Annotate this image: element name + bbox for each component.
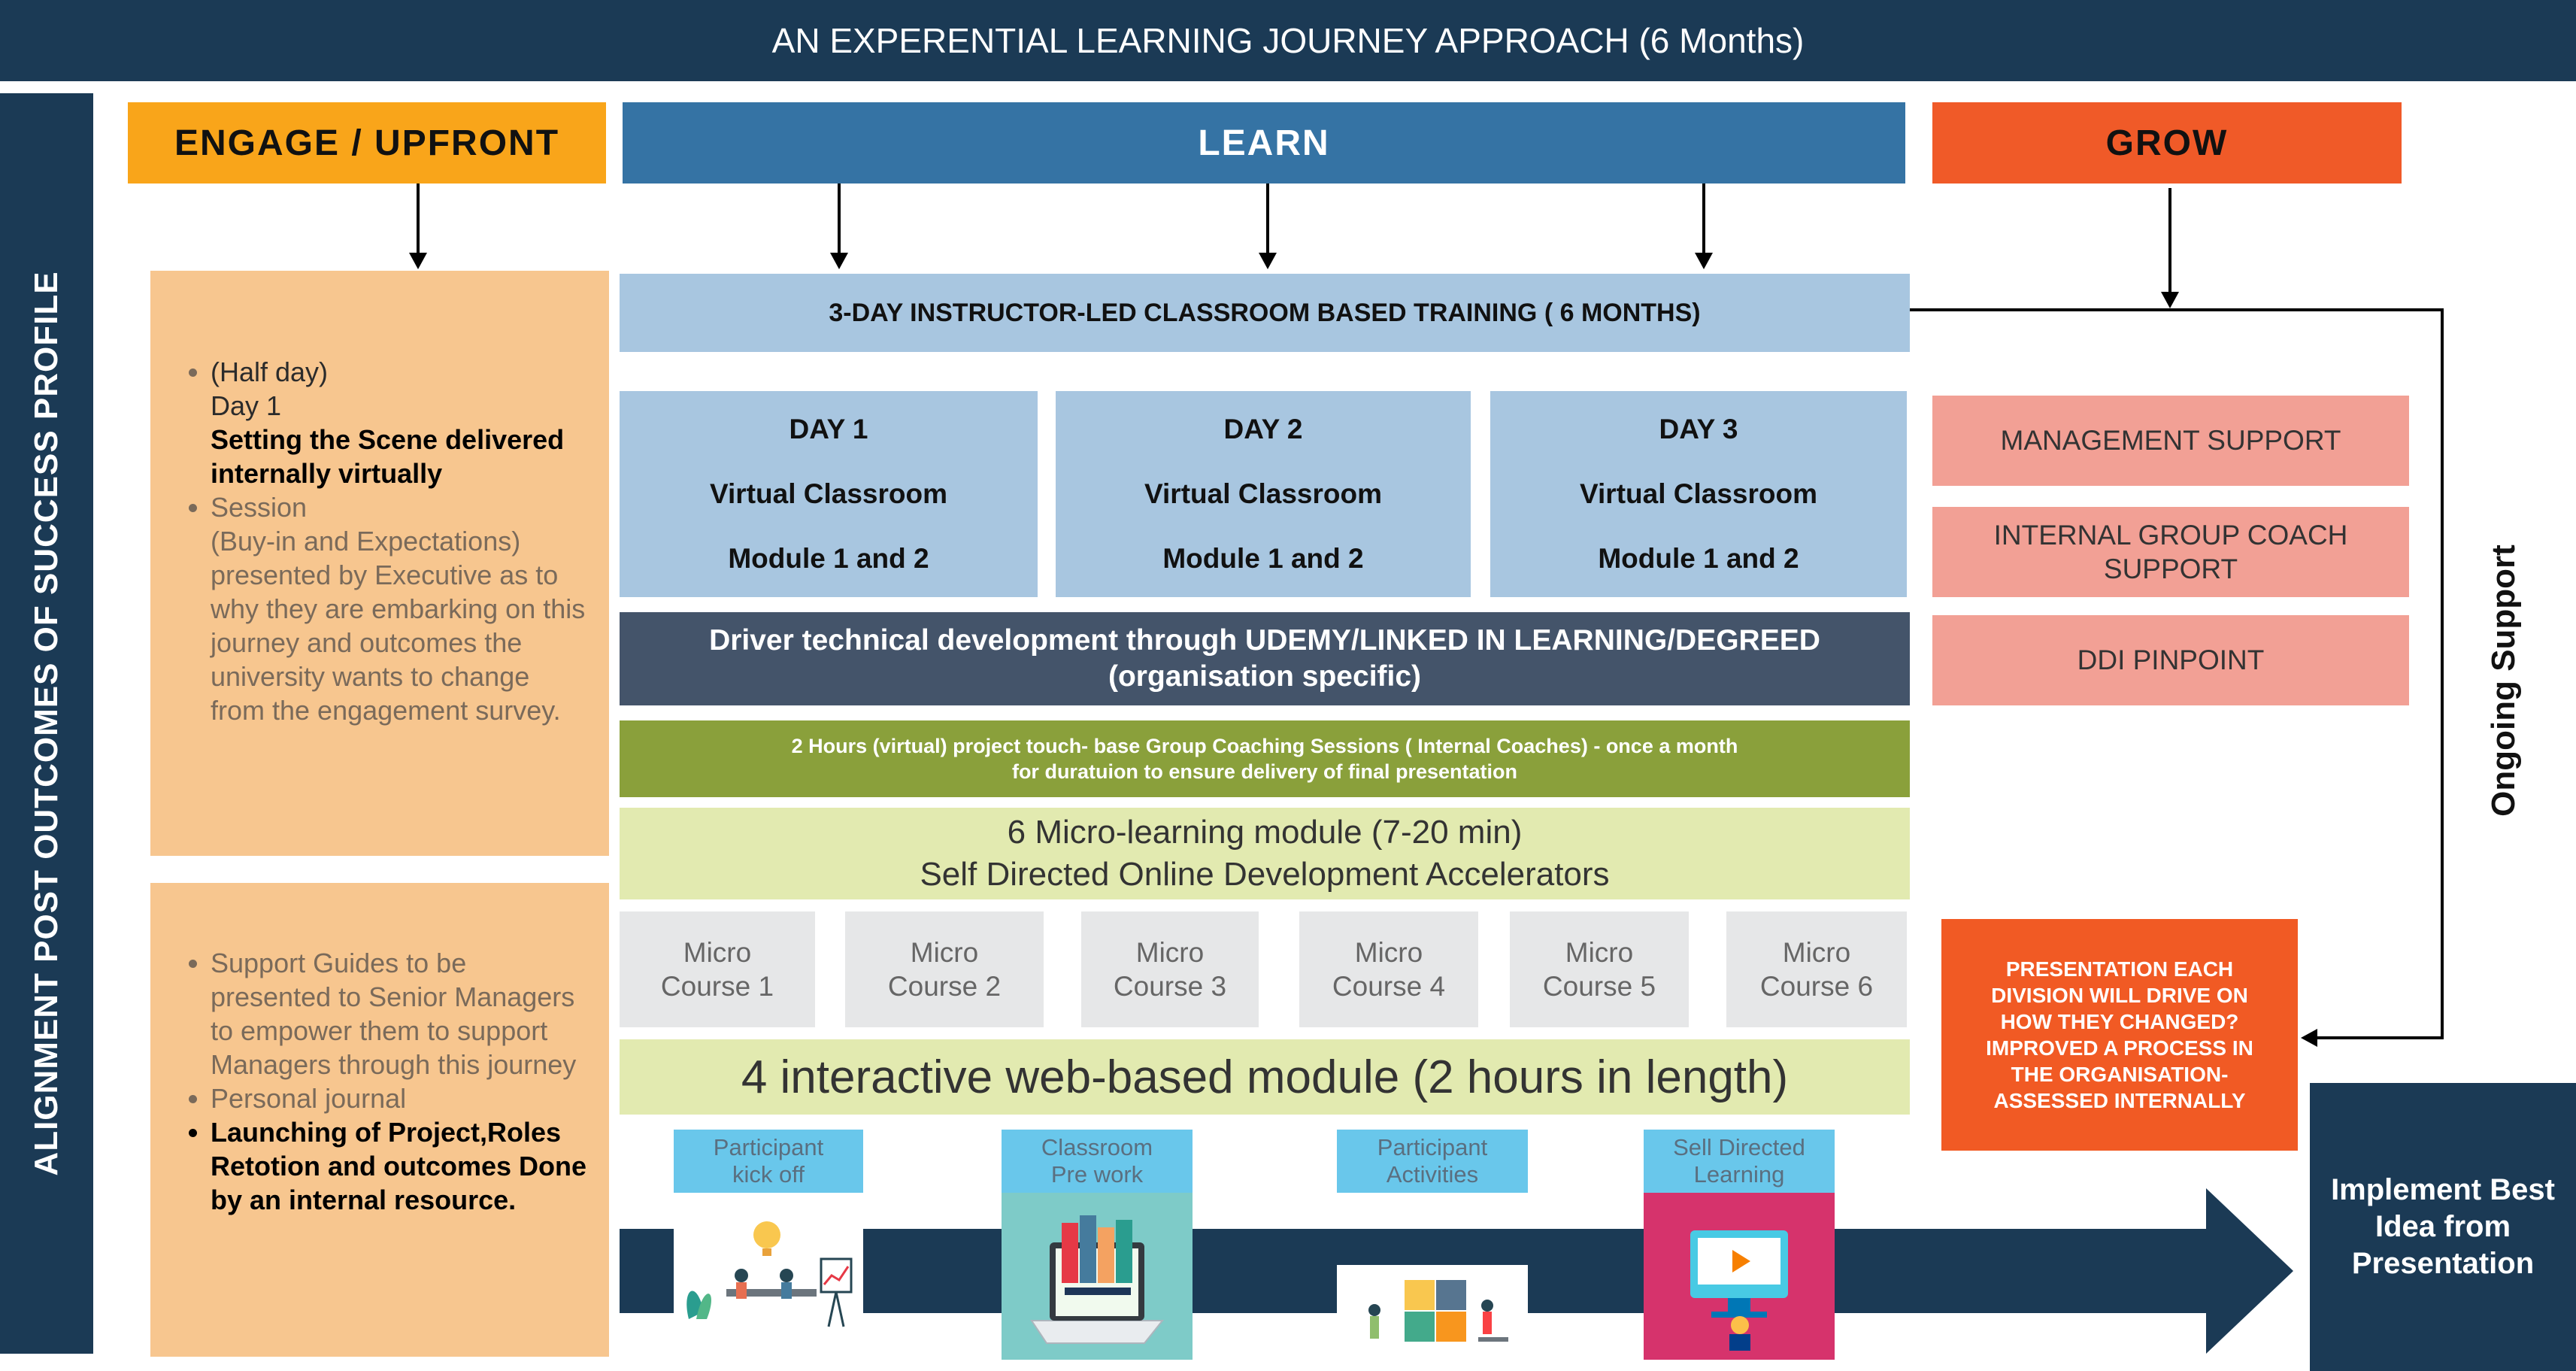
support-arrow-head [2301,1029,2317,1047]
phase-learn: LEARN [623,102,1905,184]
engage-item-session: Session (Buy-in and Expectations) presen… [211,490,589,727]
puzzle-team-icon [1368,1280,1508,1342]
support-line-right [2441,308,2444,1039]
day-3-label: DAY 3 [1659,414,1738,444]
ddi-pinpoint-box: DDI PINPOINT [1932,615,2409,705]
presentation-box: PRESENTATION EACH DIVISION WILL DRIVE ON… [1941,919,2298,1151]
pre-work-illustration [1002,1193,1193,1360]
implement-box: Implement Best Idea from Presentation [2310,1083,2576,1371]
arrow-learn-3-head [1695,253,1713,269]
day-1-box: DAY 1 Virtual Classroom Module 1 and 2 [620,391,1038,597]
arrow-engage-head [409,253,427,269]
coach-support-label: INTERNAL GROUP COACH SUPPORT [1993,520,2348,584]
arrow-grow-head [2161,292,2179,308]
support-line-bottom [2317,1036,2444,1039]
team-meeting-icon [686,1221,853,1327]
engage-item-support-guides: Support Guides to be presented to Senior… [211,946,589,1081]
side-label: ALIGNMENT POST OUTCOMES OF SUCCESS PROFI… [28,271,65,1176]
engage-item-journal: Personal journal [211,1081,589,1115]
day-3-modules: Module 1 and 2 [1598,543,1799,574]
micro-learning-box: 6 Micro-learning module (7-20 min) Self … [620,808,1910,899]
arrow-learn-2-head [1259,253,1277,269]
arrow-grow [2168,188,2171,293]
web-module-box: 4 interactive web-based module (2 hours … [620,1039,1910,1115]
page-title-bar: AN EXPERENTIAL LEARNING JOURNEY APPROACH… [0,0,2576,81]
coach-support-box: INTERNAL GROUP COACH SUPPORT [1932,507,2409,597]
phase-engage: ENGAGE / UPFRONT [128,102,606,184]
arrow-learn-2 [1266,184,1269,254]
micro-learning-line-2: Self Directed Online Development Acceler… [920,856,1610,893]
coaching-line-1: 2 Hours (virtual) project touch- base Gr… [791,735,1738,757]
coaching-line-2: for duratuion to ensure delivery of fina… [1011,760,1518,783]
support-line-top [1910,308,2444,311]
day-3-box: DAY 3 Virtual Classroom Module 1 and 2 [1490,391,1907,597]
day-3-mode: Virtual Classroom [1580,478,1817,509]
training-title: 3-DAY INSTRUCTOR-LED CLASSROOM BASED TRA… [829,298,1701,327]
day-1-modules: Module 1 and 2 [728,543,929,574]
engage-box-1: (Half day) Day 1 Setting the Scene deliv… [150,271,609,856]
day-2-modules: Module 1 and 2 [1162,543,1364,574]
activities-illustration [1337,1265,1528,1360]
day-2-label: DAY 2 [1223,414,1303,444]
engage-item-half-day: (Half day) Day 1 Setting the Scene deliv… [211,355,589,490]
driver-line-1: Driver technical development through UDE… [709,624,1820,657]
training-title-box: 3-DAY INSTRUCTOR-LED CLASSROOM BASED TRA… [620,274,1910,352]
side-label-bar [0,93,93,1354]
phase-grow: GROW [1932,102,2402,184]
arrow-engage [417,184,420,254]
phase-learn-label: LEARN [1198,123,1330,163]
driver-box: Driver technical development through UDE… [620,612,1910,705]
presentation-text: PRESENTATION EACH DIVISION WILL DRIVE ON… [1986,957,2253,1112]
day-1-label: DAY 1 [789,414,868,444]
micro-learning-line-1: 6 Micro-learning module (7-20 min) [1007,814,1523,851]
coaching-box: 2 Hours (virtual) project touch- base Gr… [620,720,1910,797]
books-laptop-icon [1030,1215,1165,1344]
engage-item-launch: Launching of Project,Roles Retotion and … [211,1115,589,1217]
management-support-label: MANAGEMENT SUPPORT [2000,425,2341,456]
phase-engage-label: ENGAGE / UPFRONT [174,123,560,163]
ddi-pinpoint-label: DDI PINPOINT [2077,645,2265,675]
day-2-box: DAY 2 Virtual Classroom Module 1 and 2 [1056,391,1471,597]
arrow-learn-1 [838,184,841,254]
web-module-text: 4 interactive web-based module (2 hours … [741,1051,1789,1103]
driver-line-2: (organisation specific) [1108,660,1422,693]
engage-box-2: Support Guides to be presented to Senior… [150,883,609,1357]
implement-text: Implement Best Idea from Presentation [2331,1173,2555,1280]
self-directed-illustration [1644,1193,1835,1360]
management-support-box: MANAGEMENT SUPPORT [1932,396,2409,486]
ongoing-support-label: Ongoing Support [2485,544,2522,817]
journey-arrow-head [2206,1188,2293,1354]
phase-grow-label: GROW [2105,123,2229,163]
online-learning-icon [1690,1230,1788,1351]
kick-off-illustration [674,1206,863,1336]
day-2-mode: Virtual Classroom [1144,478,1382,509]
page-title: AN EXPERENTIAL LEARNING JOURNEY APPROACH… [771,21,1805,60]
arrow-learn-3 [1702,184,1705,254]
day-1-mode: Virtual Classroom [710,478,947,509]
arrow-learn-1-head [830,253,848,269]
